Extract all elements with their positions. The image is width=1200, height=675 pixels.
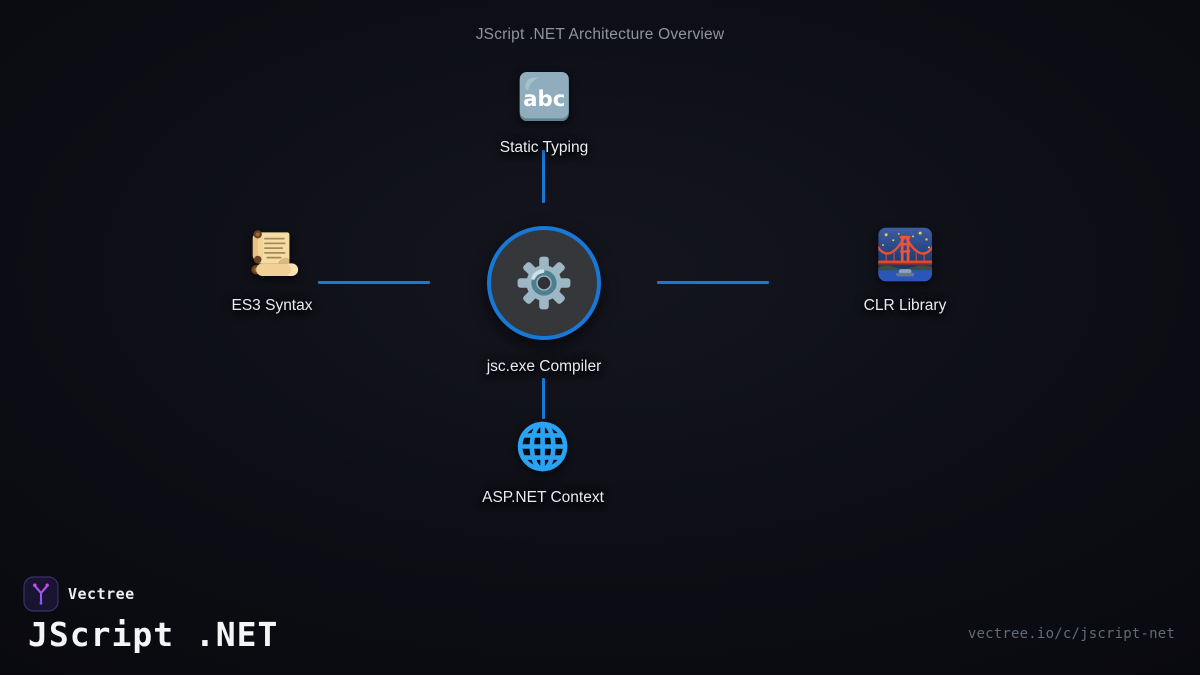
node-label-jsc-compiler: jsc.exe Compiler <box>486 358 602 375</box>
scroll-icon <box>251 230 299 277</box>
node-label-static-typing: Static Typing <box>499 139 589 156</box>
node-label-es3-syntax: ES3 Syntax <box>231 297 313 314</box>
footer: Vectree JScript .NET vectree.io/c/jscrip… <box>0 560 1200 675</box>
connector-left <box>318 281 430 284</box>
node-label-aspnet-context: ASP.NET Context <box>482 489 604 506</box>
vectree-logo-icon <box>23 576 59 612</box>
connector-right <box>657 281 769 284</box>
card-url: vectree.io/c/jscript-net <box>967 626 1175 642</box>
node-jsc-compiler <box>487 226 601 340</box>
brand-row: Vectree <box>23 576 135 612</box>
node-static-typing: abc Static Typing <box>500 68 588 157</box>
card-title: JScript .NET <box>28 615 279 654</box>
node-label-clr-library: CLR Library <box>863 297 947 314</box>
bridge-at-night-icon <box>878 227 932 282</box>
gear-icon <box>517 256 571 310</box>
globe-meridians-icon <box>518 421 568 472</box>
connector-bottom <box>542 378 545 419</box>
brand-name: Vectree <box>68 585 135 603</box>
node-aspnet-context: ASP.NET Context <box>482 418 604 507</box>
diagram-title: JScript .NET Architecture Overview <box>475 26 725 43</box>
connector-top <box>542 150 545 203</box>
abc-input-icon: abc <box>519 71 569 122</box>
node-es3-syntax: ES3 Syntax <box>232 226 313 315</box>
node-clr-library: CLR Library <box>863 226 947 315</box>
abc-icon-text: abc <box>523 87 565 112</box>
